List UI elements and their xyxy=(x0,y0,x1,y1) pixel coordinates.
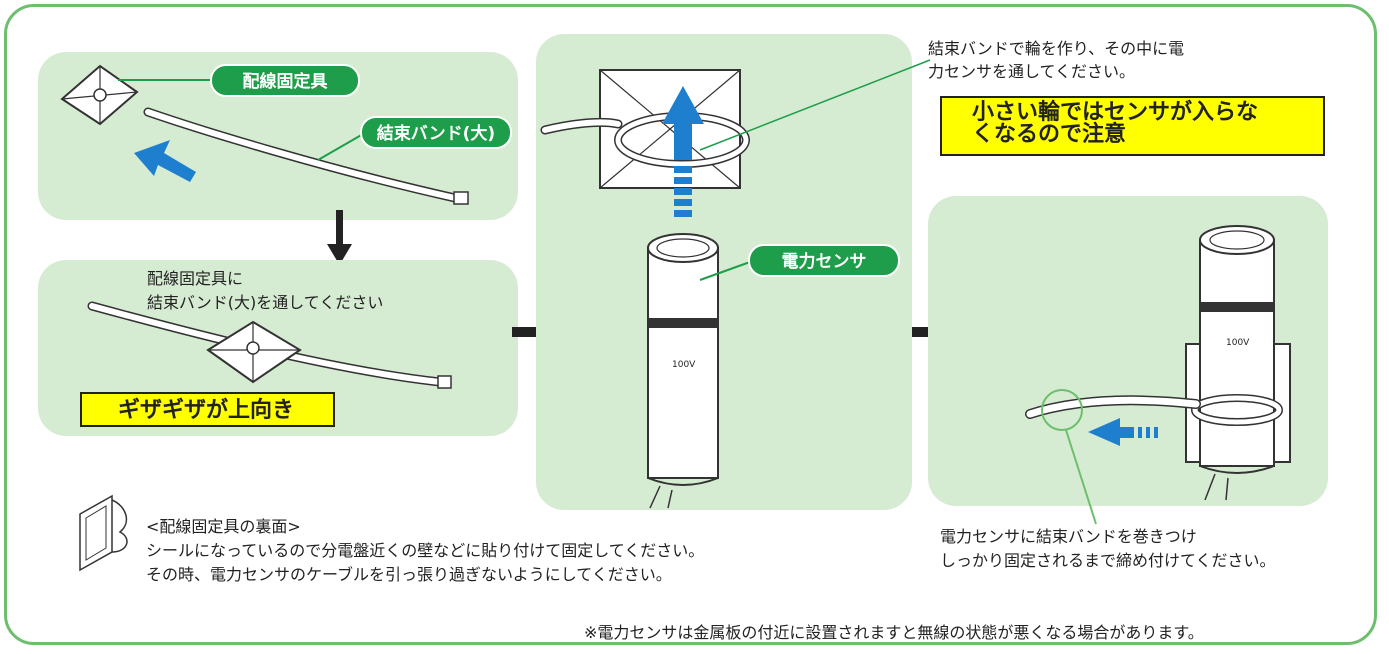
step3-warning-line1: 小さい輪ではセンサが入らな xyxy=(972,100,1259,125)
step1-illustration xyxy=(60,64,469,265)
step3-warning-line2: くなるので注意 xyxy=(972,122,1127,147)
blue-left-arrow-icon xyxy=(1088,418,1158,446)
back-side-title: <配線固定具の裏面> xyxy=(146,517,301,536)
footnote: ※電力センサは金属板の付近に設置されますと無線の状態が悪くなる場合があります。 xyxy=(584,623,1204,642)
step2-warning-text: ギザギザが上向き xyxy=(118,398,295,423)
back-side-line1: シールになっているので分電盤近くの壁などに貼り付けて固定してください。 xyxy=(146,541,705,560)
outer-frame xyxy=(4,4,1377,645)
step2-instruction-line1: 配線固定具に xyxy=(147,269,244,288)
highlight-circle xyxy=(1041,389,1083,431)
back-side-line2: その時、電力センサのケーブルを引っ張り過ぎないようにしてください。 xyxy=(146,565,672,584)
step2-instruction-line2: 結束バンド(大)を通してください xyxy=(147,293,384,312)
wiring-fixture-label: 配線固定具 xyxy=(210,64,360,97)
step3-illustration xyxy=(540,59,931,509)
step2-illustration xyxy=(87,301,452,389)
blue-arrow-icon xyxy=(134,140,196,182)
down-arrow-icon xyxy=(327,210,352,265)
step4-instruction-line2: しっかり固定されるまで締め付けてください。 xyxy=(940,551,1276,570)
step4-sensor-rating-label: 100V xyxy=(1226,338,1250,348)
cable-tie-large-label: 結束バンド(大) xyxy=(360,116,512,149)
step2-warning: ギザギザが上向き xyxy=(80,392,335,427)
step3-instruction-line2: 力センサを通してください。 xyxy=(928,62,1136,81)
fixture-back-icon xyxy=(79,494,128,572)
mounted-sensor-image xyxy=(1199,225,1275,501)
power-sensor-label: 電力センサ xyxy=(748,244,900,277)
sensor-rating-label: 100V xyxy=(672,360,696,370)
blue-up-arrow-icon xyxy=(662,86,704,217)
step3-warning: 小さい輪ではセンサが入らな くなるので注意 xyxy=(940,96,1325,156)
power-sensor-image xyxy=(647,233,719,509)
step4-instruction-line1: 電力センサに結束バンドを巻きつけ xyxy=(940,527,1197,546)
step3-instruction-line1: 結束バンドで輪を作り、その中に電 xyxy=(928,39,1185,58)
